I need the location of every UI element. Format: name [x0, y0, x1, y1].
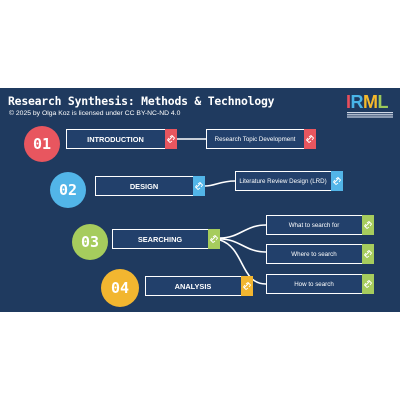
logo-caption-lines [347, 112, 393, 118]
step-label: ANALYSIS [174, 281, 212, 291]
sub-item-label: What to search for [288, 221, 340, 229]
slide-canvas: Research Synthesis: Methods & Technology… [0, 88, 400, 312]
step-number-02: 02 [50, 172, 86, 208]
slide-title: Research Synthesis: Methods & Technology [8, 94, 275, 108]
logo-letter: M [363, 92, 378, 112]
step-design[interactable]: DESIGN [95, 176, 205, 196]
sub-item-label: How to search [294, 280, 334, 288]
link-icon [331, 171, 343, 191]
sub-item-how-to-search[interactable]: How to search [266, 274, 374, 294]
step-label: SEARCHING [137, 234, 183, 244]
connector-search-2 [219, 238, 267, 253]
license-notice: © 2025 by Olga Koz is licensed under CC … [9, 110, 181, 117]
sub-item-what-to-search-for[interactable]: What to search for [266, 215, 374, 235]
sub-item-label: Where to search [291, 250, 337, 258]
sub-item-research-topic-development[interactable]: Research Topic Development [206, 129, 316, 149]
step-number-04: 04 [101, 269, 139, 307]
step-searching[interactable]: SEARCHING [112, 229, 220, 249]
sub-item-label: Literature Review Design (LRD) [239, 177, 327, 185]
link-icon [362, 215, 374, 235]
link-icon [193, 176, 205, 196]
connector-search-1 [219, 224, 267, 239]
step-introduction[interactable]: INTRODUCTION [66, 129, 177, 149]
link-icon [208, 229, 220, 249]
sub-item-literature-review-design[interactable]: Literature Review Design (LRD) [235, 171, 343, 191]
step-label: DESIGN [129, 181, 159, 191]
link-icon [165, 129, 177, 149]
irml-logo: IRML [346, 92, 396, 122]
link-icon [362, 274, 374, 294]
logo-letter: L [377, 92, 389, 112]
step-number-03: 03 [72, 224, 108, 260]
step-analysis[interactable]: ANALYSIS [145, 276, 253, 296]
step-number-01: 01 [24, 126, 60, 162]
sub-item-label: Research Topic Development [214, 135, 296, 143]
logo-letter: R [350, 92, 364, 112]
step-label: INTRODUCTION [87, 134, 144, 144]
connector-design [204, 180, 236, 187]
logo-letters: IRML [346, 92, 388, 112]
logo-letter: I [346, 92, 351, 112]
link-icon [241, 276, 253, 296]
link-icon [362, 244, 374, 264]
link-icon [304, 129, 316, 149]
sub-item-where-to-search[interactable]: Where to search [266, 244, 374, 264]
